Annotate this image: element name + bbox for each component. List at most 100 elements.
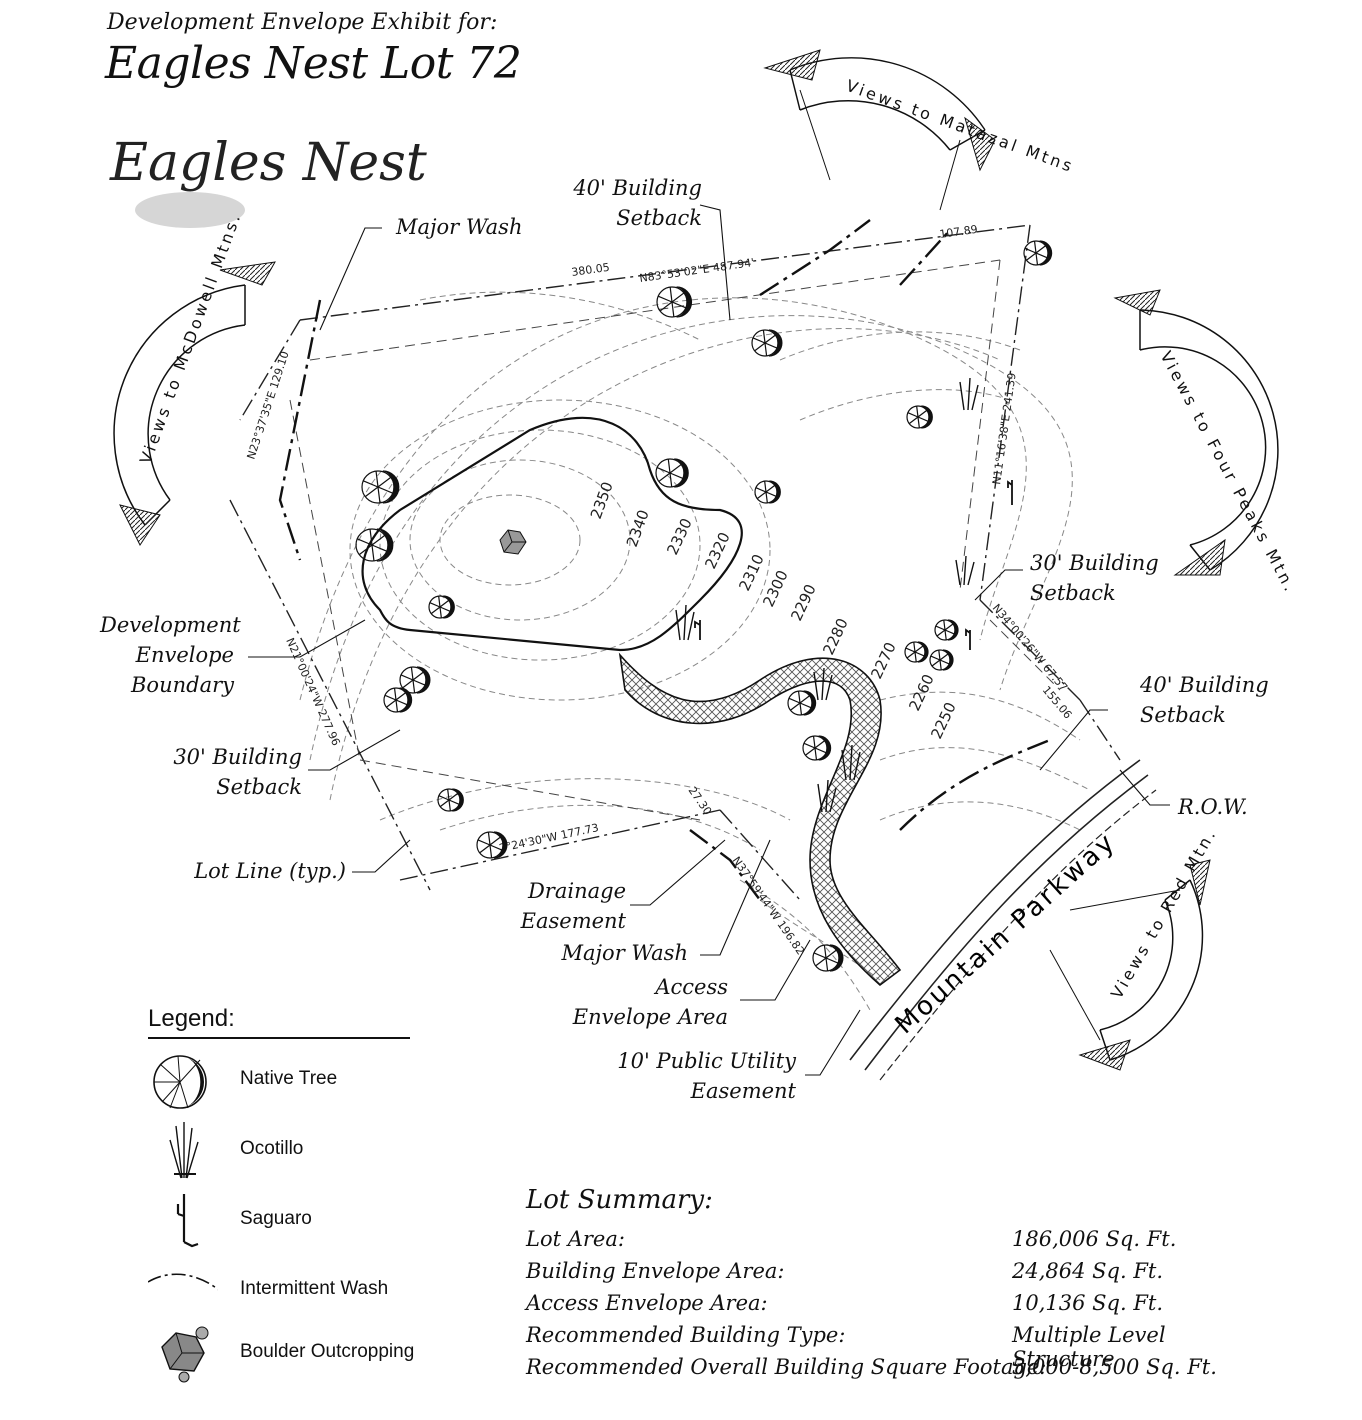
legend-item-saguaro: Saguaro xyxy=(148,1190,448,1250)
access-envelope-area xyxy=(618,652,902,987)
view-arcs xyxy=(113,57,1279,1061)
summary-key: Access Envelope Area: xyxy=(526,1291,768,1315)
callout-30-building-setback-left: 30' Building Setback xyxy=(173,745,302,799)
legend-item-ocotillo: Ocotillo xyxy=(148,1120,448,1180)
mountain-parkway-label: Mountain Parkway xyxy=(890,826,1123,1040)
native-tree xyxy=(934,619,959,641)
callout-40-building-setback-right: 40' Building Setback xyxy=(1140,673,1269,727)
boulder-outcropping-icon xyxy=(161,1326,209,1383)
mountain-parkway-road xyxy=(849,759,1157,1081)
callout-development-envelope-boundary: Development Envelope Boundary xyxy=(100,613,241,697)
summary-value: 24,864 Sq. Ft. xyxy=(1012,1259,1164,1283)
native-tree-icon xyxy=(153,1055,207,1109)
callout-30-building-setback-right: 30' Building Setback xyxy=(1030,551,1159,605)
exhibit-subtitle: Development Envelope Exhibit for: xyxy=(107,10,498,35)
native-tree xyxy=(399,666,431,694)
ocotillo-icon xyxy=(169,1122,199,1179)
intermittent-wash-icon xyxy=(148,1273,218,1291)
eagles-nest-logo: Eagles Nest xyxy=(109,133,427,228)
summary-row: Building Envelope Area: 24,864 Sq. Ft. xyxy=(526,1259,1266,1291)
view-arrowheads xyxy=(119,49,1226,1071)
logo-text-eagles: Eagles Nest xyxy=(109,133,427,193)
contour-label: 2290 xyxy=(787,581,819,623)
summary-key: Building Envelope Area: xyxy=(526,1259,785,1283)
summary-row: Lot Area: 186,006 Sq. Ft. xyxy=(526,1227,1266,1259)
legend-title: Legend: xyxy=(148,1005,410,1039)
setback-lines xyxy=(289,259,1061,821)
native-tree xyxy=(1023,240,1053,266)
native-tree xyxy=(355,528,394,562)
survey-label: N83°53'02"E 487.94' xyxy=(639,256,755,285)
callout-public-utility-easement: 10' Public Utility Easement xyxy=(617,1049,796,1103)
view-label-four-peaks: Views to Four Peaks Mtn. xyxy=(1156,348,1300,597)
native-tree xyxy=(812,944,844,972)
summary-value: 186,006 Sq. Ft. xyxy=(1012,1227,1177,1251)
contour-label: 2300 xyxy=(759,567,791,609)
contour-label: 2270 xyxy=(867,639,899,681)
saguaro-icon xyxy=(176,1194,199,1248)
callout-access-envelope-area: Access Envelope Area xyxy=(572,975,728,1029)
callout-row: R.O.W. xyxy=(1178,795,1248,819)
legend-label: Native Tree xyxy=(240,1068,338,1089)
contour-label: 2350 xyxy=(587,479,617,521)
contour-label: 2280 xyxy=(819,615,851,657)
summary-key: Lot Area: xyxy=(526,1227,625,1251)
callout-leaders xyxy=(248,204,1170,1076)
callout-major-wash-top: Major Wash xyxy=(396,215,523,239)
exhibit-title: Eagles Nest Lot 72 xyxy=(105,38,522,89)
survey-labels: N83°53'02"E 487.94' 380.05 107.89 N23°37… xyxy=(244,223,1074,958)
survey-label: 107.89 xyxy=(939,223,979,241)
survey-label: 27.30 xyxy=(686,784,715,817)
native-tree xyxy=(929,649,954,671)
survey-label: N21°00'24"W 277.96 xyxy=(283,636,342,748)
lot-summary-title: Lot Summary: xyxy=(526,1185,713,1215)
native-trees xyxy=(355,240,1053,972)
survey-label: N23°37'35"E 129.10 xyxy=(244,350,291,461)
native-tree xyxy=(437,788,464,812)
native-tree xyxy=(754,480,781,504)
native-tree xyxy=(802,735,832,761)
callout-lot-line: Lot Line (typ.) xyxy=(194,859,346,883)
contour-label: 2330 xyxy=(663,515,695,557)
lot-lines xyxy=(229,224,1121,901)
legend-label: Boulder Outcropping xyxy=(240,1341,415,1362)
native-tree xyxy=(383,687,413,713)
callout-40-building-setback-top: 40' Building Setback xyxy=(573,176,702,230)
native-tree xyxy=(428,595,455,619)
native-tree xyxy=(787,690,817,716)
summary-row: Recommended Overall Building Square Foot… xyxy=(526,1355,1266,1387)
contour-label: 2250 xyxy=(927,699,959,741)
saguaro-plants xyxy=(694,480,1013,650)
major-wash-lines xyxy=(278,219,1051,901)
survey-label: 380.05 xyxy=(571,261,611,279)
summary-row: Recommended Building Type: Multiple Leve… xyxy=(526,1323,1266,1371)
legend: Legend: Native Tree Ocotillo Saguaro Int… xyxy=(148,1005,418,1383)
survey-label: N11°16'38"E 241.39 xyxy=(990,372,1019,485)
summary-key: Recommended Building Type: xyxy=(526,1323,846,1347)
native-tree xyxy=(906,405,933,429)
summary-row: Access Envelope Area: 10,136 Sq. Ft. xyxy=(526,1291,1266,1323)
legend-item-boulder-outcropping: Boulder Outcropping xyxy=(148,1323,448,1383)
legend-label: Saguaro xyxy=(240,1208,312,1229)
summary-value: 10,136 Sq. Ft. xyxy=(1012,1291,1164,1315)
callout-drainage-easement: Drainage Easement xyxy=(520,879,626,933)
native-tree xyxy=(476,831,508,859)
development-envelope-boundary xyxy=(361,416,743,652)
legend-label: Intermittent Wash xyxy=(240,1278,389,1299)
native-tree xyxy=(656,286,693,318)
native-tree xyxy=(361,470,400,504)
callout-major-wash-bottom: Major Wash xyxy=(561,941,688,965)
summary-key: Recommended Overall Building Square Foot… xyxy=(526,1355,1047,1379)
boulder-outcropping-icon xyxy=(499,529,527,555)
native-tree xyxy=(904,641,929,663)
view-label-mcdowell: Views to McDowell Mtns. xyxy=(136,209,245,466)
contour-label: 2310 xyxy=(735,551,767,593)
contour-lines xyxy=(299,291,1091,1011)
native-tree xyxy=(655,458,689,488)
summary-value: 5,000-8,500 Sq. Ft. xyxy=(1012,1355,1217,1379)
native-tree xyxy=(751,329,783,357)
legend-item-native-tree: Native Tree xyxy=(148,1050,448,1110)
view-label-red: Views to Red Mtn. xyxy=(1107,824,1221,1002)
survey-label: 2°24'30"W 177.73 xyxy=(498,821,600,855)
